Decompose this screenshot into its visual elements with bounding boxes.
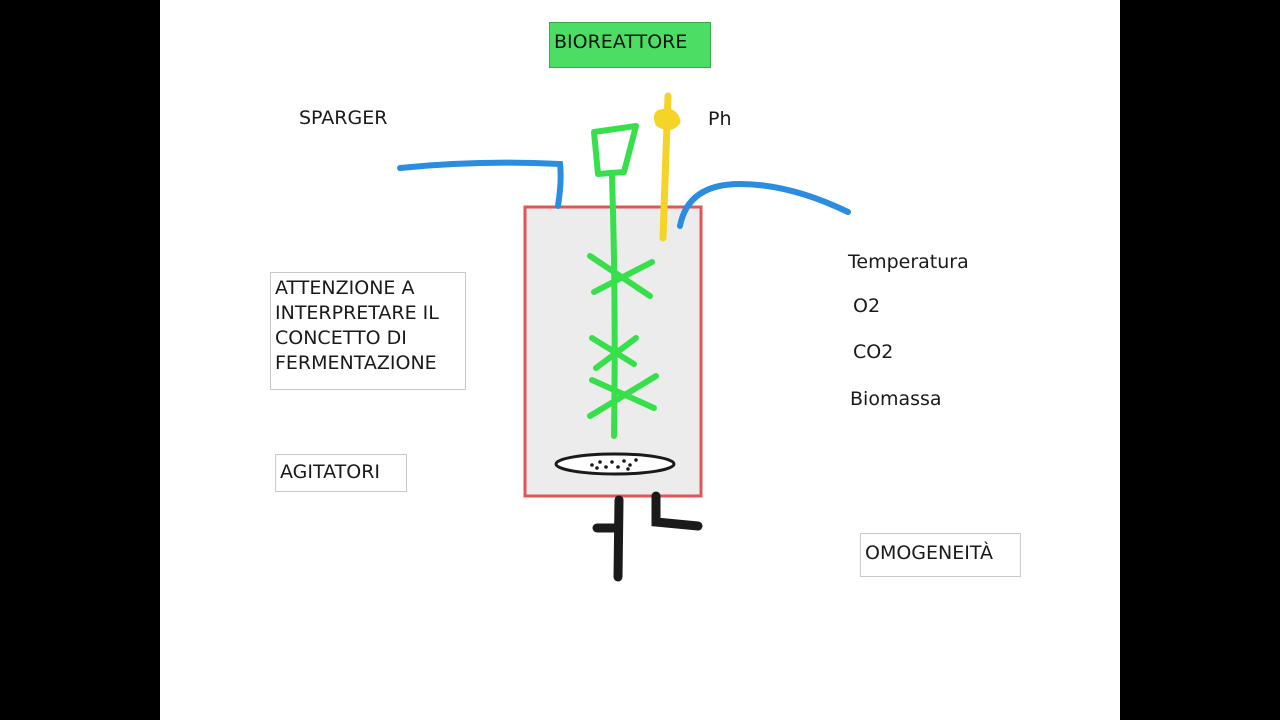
- sparger-holes: [590, 458, 638, 471]
- stirrer-motor: [591, 123, 639, 177]
- label-co2: CO2: [853, 341, 894, 363]
- label-ph: Ph: [708, 108, 732, 130]
- diagram-title: BIOREATTORE: [549, 22, 711, 68]
- stirrer-shaft: [609, 173, 618, 439]
- label-biomassa: Biomassa: [850, 388, 942, 410]
- ph-probe-head: [653, 108, 681, 130]
- label-o2: O2: [853, 295, 881, 317]
- whiteboard-canvas: BIOREATTORE SPARGER Ph Temperatura O2 CO…: [160, 0, 1120, 720]
- label-sparger: SPARGER: [299, 107, 388, 129]
- note-line: INTERPRETARE IL: [275, 302, 439, 324]
- note-line: CONCETTO DI: [275, 327, 407, 349]
- label-temperatura: Temperatura: [848, 251, 969, 273]
- note-attenzione: ATTENZIONE A INTERPRETARE IL CONCETTO DI…: [270, 272, 466, 390]
- exhaust-line: [677, 180, 851, 229]
- sparger-line: [397, 159, 564, 209]
- note-agitatori: AGITATORI: [275, 454, 407, 492]
- impellers: [587, 253, 659, 419]
- base-support: [592, 491, 703, 582]
- sparger-disc: [554, 452, 676, 476]
- note-omogeneita: OMOGENEITÀ: [860, 533, 1021, 577]
- note-line: FERMENTAZIONE: [275, 352, 437, 374]
- note-line: ATTENZIONE A: [275, 277, 415, 299]
- bioreactor-drawing: [397, 92, 851, 582]
